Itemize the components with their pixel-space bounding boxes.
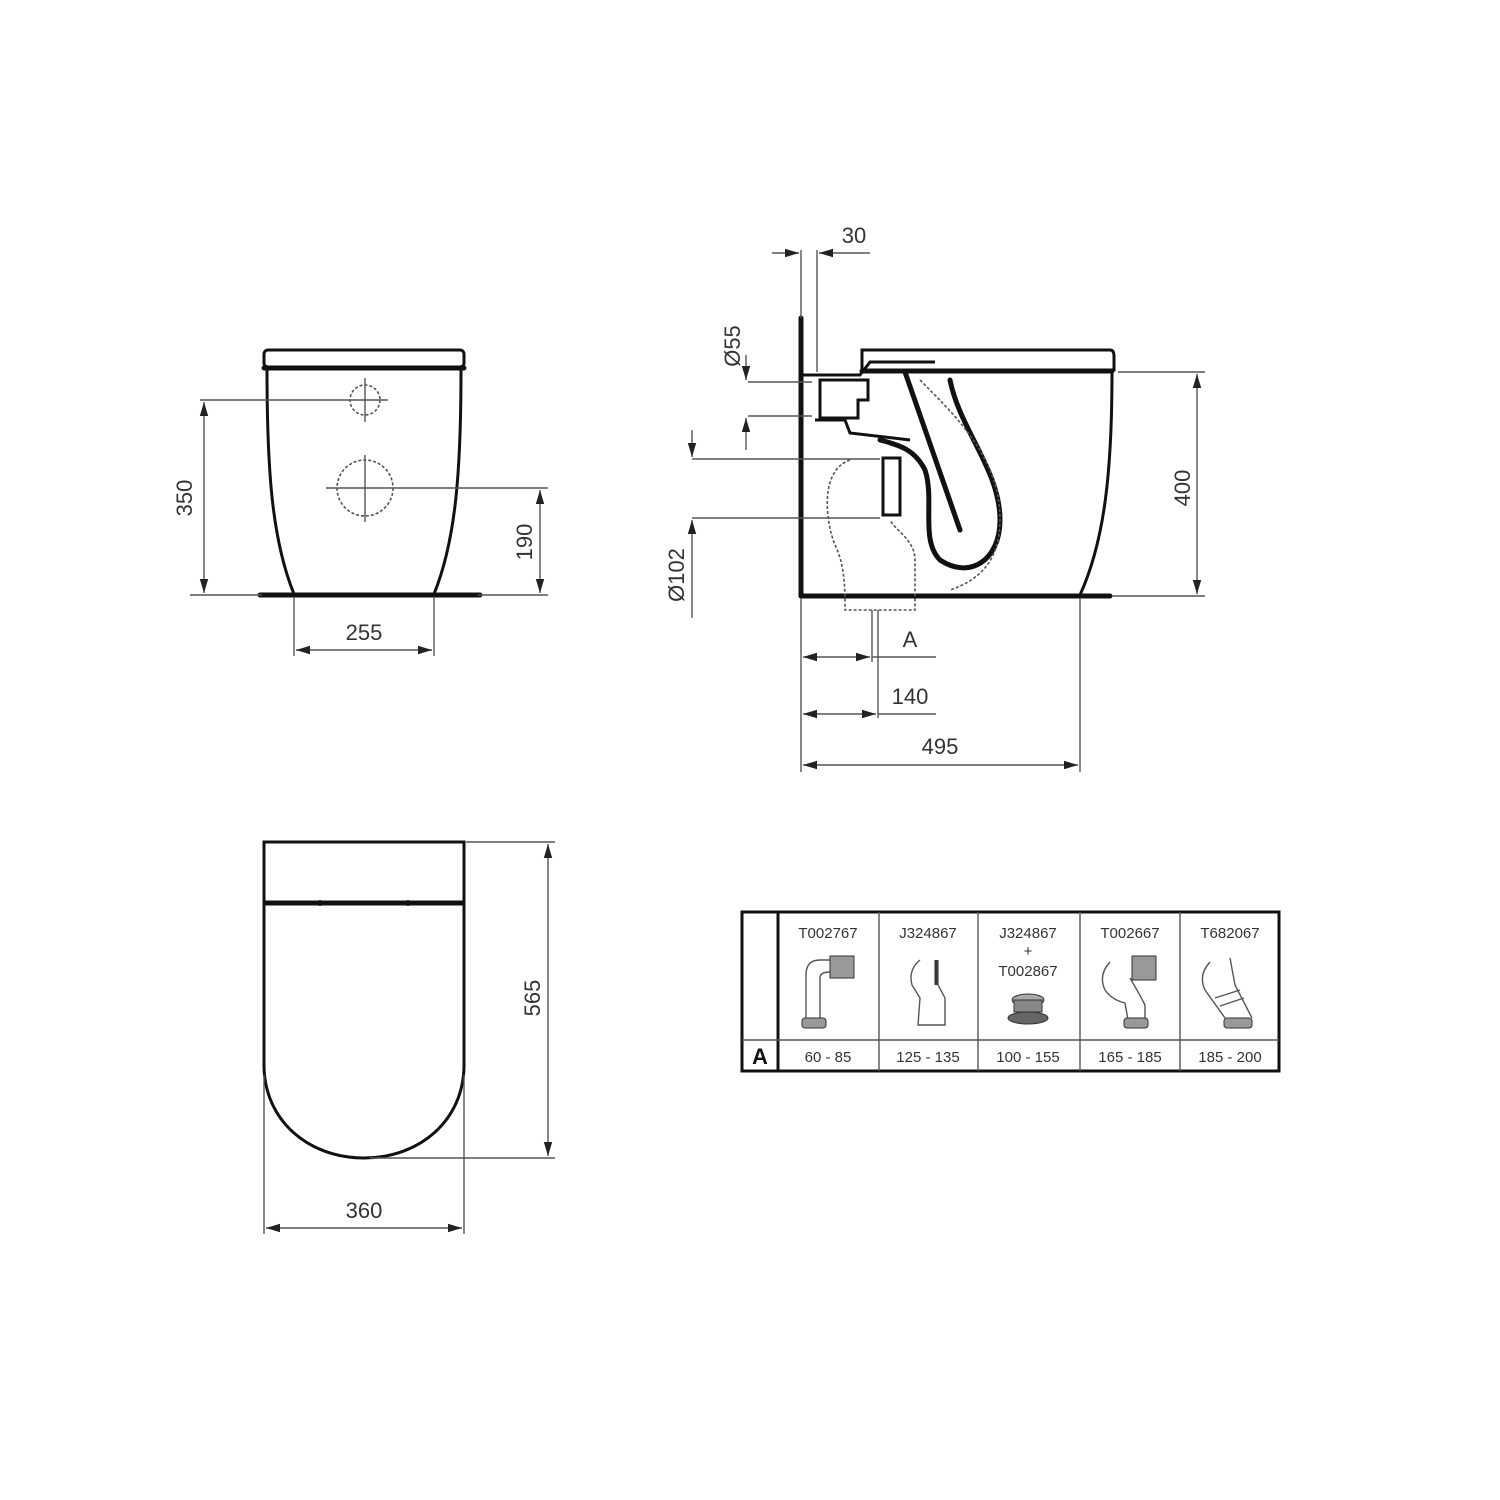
dim-30: 30	[842, 223, 866, 248]
dim-565: 565	[520, 980, 545, 1017]
pan-connector-dashed	[826, 459, 916, 611]
connector-table: A T002767 60 - 85 J324867 125 - 135 J324…	[740, 910, 1281, 1073]
connector-code: J324867	[899, 925, 957, 942]
connector-code: T002667	[1100, 925, 1159, 942]
connector-range: 165 - 185	[1098, 1049, 1161, 1066]
rear-view: 350 190 255	[172, 348, 548, 656]
connector-plus: +	[1024, 943, 1033, 960]
offset-connector-icon	[910, 959, 946, 1026]
connector-code-2: T002867	[998, 963, 1057, 980]
dim-255: 255	[346, 620, 383, 645]
dim-o55: Ø55	[720, 325, 745, 367]
rear-seat-cap	[262, 348, 466, 369]
dim-360: 360	[346, 1198, 383, 1223]
top-cistern-area	[262, 840, 466, 904]
connector-range: 185 - 200	[1198, 1049, 1261, 1066]
connector-range: 60 - 85	[805, 1049, 852, 1066]
top-seat-outline	[262, 902, 466, 1160]
connector-range: 100 - 155	[996, 1049, 1059, 1066]
connector-range: 125 - 135	[896, 1049, 959, 1066]
dim-350: 350	[172, 480, 197, 517]
dim-495: 495	[922, 734, 959, 759]
extension-collar-icon	[1007, 993, 1049, 1025]
dim-190: 190	[512, 524, 537, 561]
dim-a: A	[903, 627, 918, 652]
dim-140: 140	[892, 684, 929, 709]
connector-code: T002767	[798, 925, 857, 942]
offset-elbow-connector-icon	[1101, 955, 1157, 1029]
side-view: 30 Ø55 Ø102 400	[664, 223, 1205, 772]
rear-body-outline	[265, 369, 463, 595]
dim-400: 400	[1170, 470, 1195, 507]
top-view: 565 360	[262, 840, 555, 1234]
connector-code: T682067	[1200, 925, 1259, 942]
table-row-label-a: A	[752, 1044, 768, 1069]
connector-code: J324867	[999, 925, 1057, 942]
angled-connector-icon	[1201, 957, 1253, 1029]
elbow-connector-icon	[801, 955, 855, 1029]
trap-outline	[877, 369, 1003, 571]
side-body-front	[1078, 371, 1114, 596]
dim-o102: Ø102	[664, 548, 689, 602]
side-seat	[860, 348, 1116, 372]
